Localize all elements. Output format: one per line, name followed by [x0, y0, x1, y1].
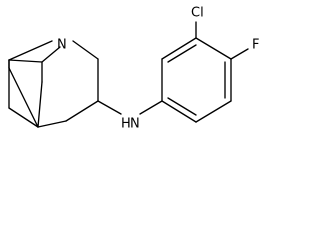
atom-label-n1: N	[57, 38, 67, 53]
bond-ar-c6-c1	[161, 100, 197, 123]
bond-c3-c4	[65, 100, 99, 122]
bond-ar-c2-c3	[161, 37, 197, 60]
bond-n1-c2	[72, 40, 99, 60]
bond-ar-c3-c4	[195, 37, 232, 60]
bond-bottom-left	[8, 107, 39, 128]
bond-ar-c5-c6	[195, 100, 232, 123]
bond-n1-ch2-front	[41, 46, 61, 63]
bond-ch2-back-top	[8, 59, 43, 63]
bond-ar-f	[230, 48, 249, 60]
atom-label-nh-h: H	[121, 117, 131, 132]
atom-label-cl: Cl	[191, 6, 204, 21]
bond-ar-double-1	[167, 44, 197, 63]
atom-label-f: F	[252, 38, 259, 53]
bond-c3-nh	[97, 100, 122, 115]
quinuclidine-ring	[8, 40, 99, 128]
bond-n1-ch2-left	[8, 40, 53, 61]
bond-ar-double-3	[167, 97, 197, 116]
molecule-structure: N H N Cl F	[8, 6, 259, 132]
atom-label-nh-n: N	[130, 117, 140, 132]
bond-inner-left-ch2	[8, 67, 39, 128]
bond-nh-aryl	[139, 100, 163, 115]
bond-inner-ch2-bridge	[37, 81, 43, 128]
bond-c4-bridgehead	[37, 120, 67, 128]
benzene-ring	[161, 37, 232, 123]
